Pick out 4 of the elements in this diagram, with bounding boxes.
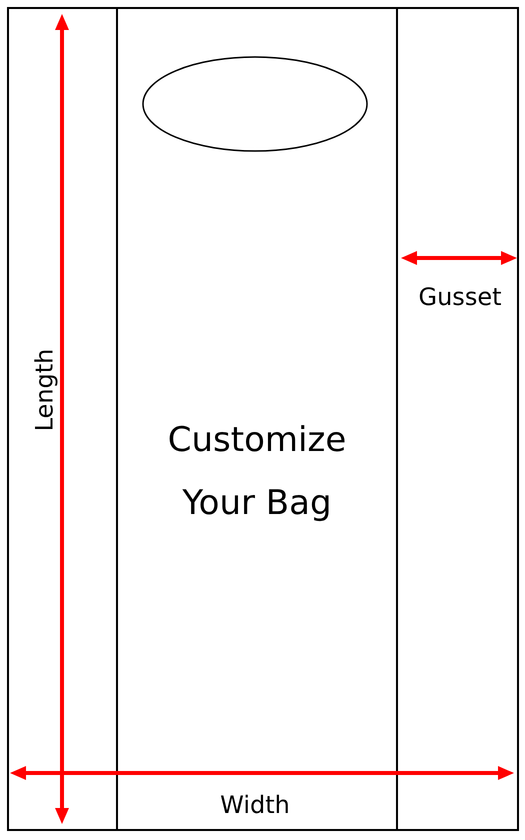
dimension-label: Width (220, 793, 290, 817)
dimension-label: Length (32, 348, 56, 432)
panel-text: Customize Your Bag (166, 419, 348, 525)
dimension-label: Gusset (418, 285, 502, 309)
